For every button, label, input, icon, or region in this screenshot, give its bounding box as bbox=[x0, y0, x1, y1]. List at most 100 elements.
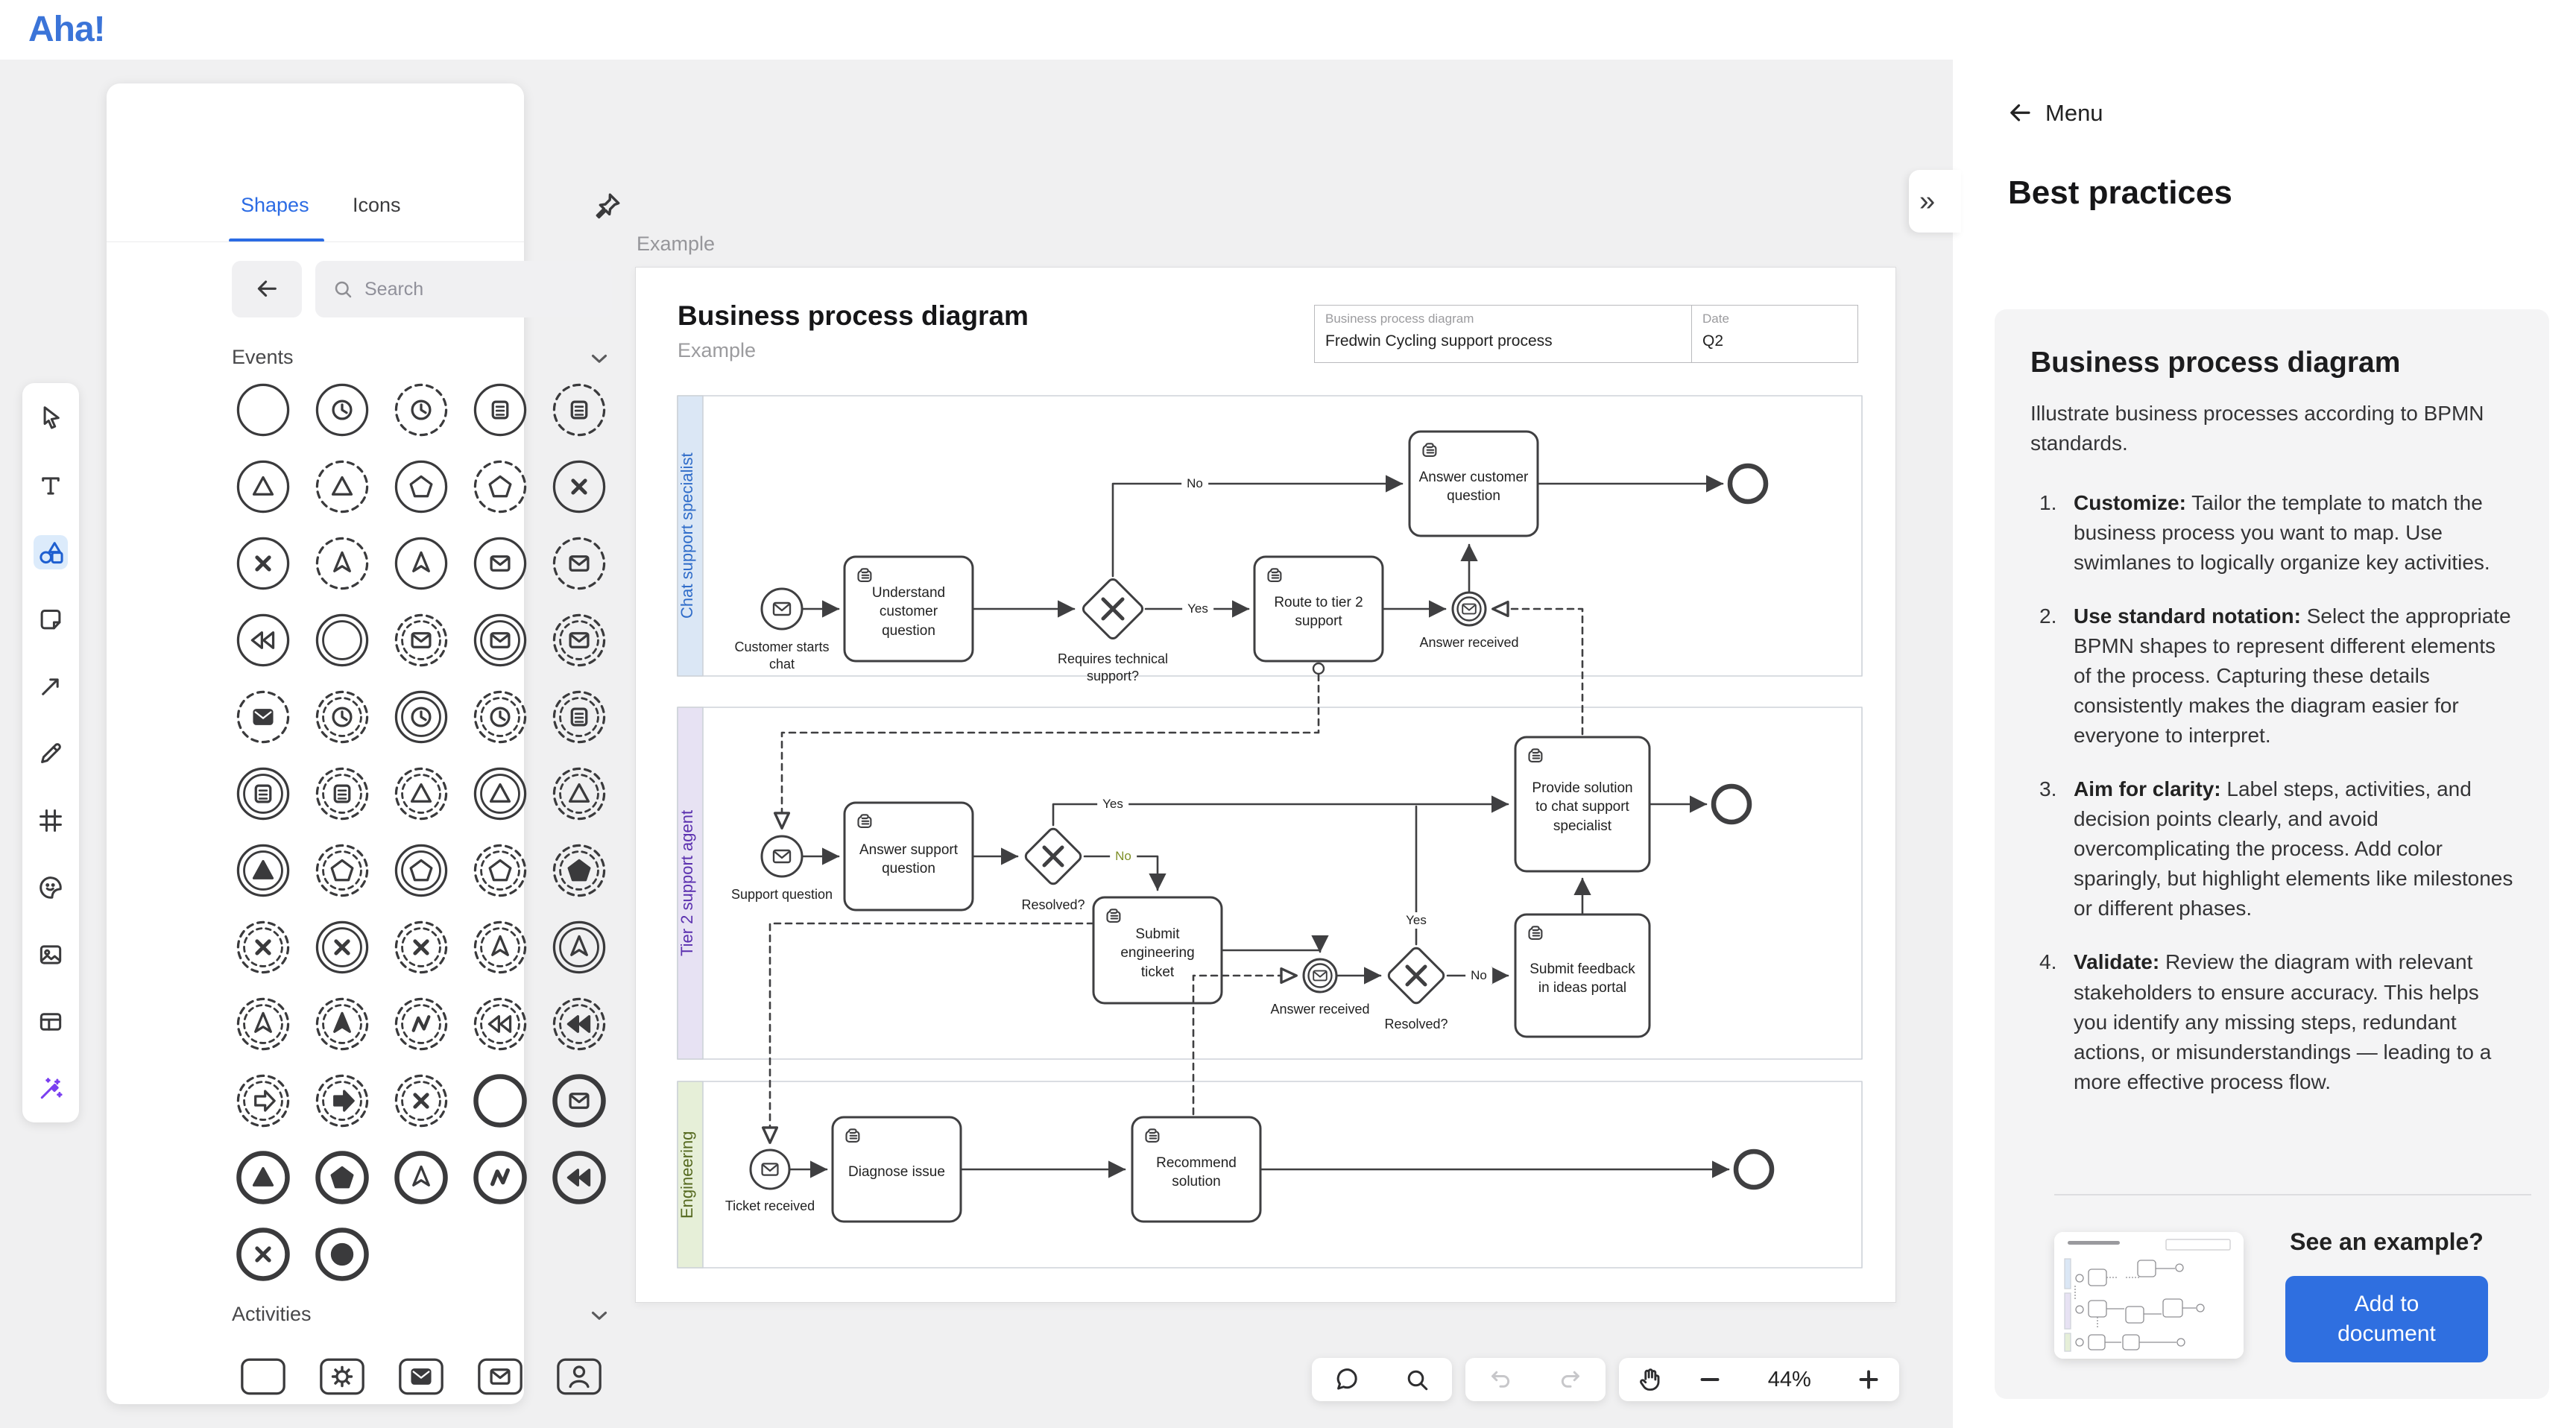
tool-pen-icon[interactable] bbox=[34, 736, 68, 771]
add-to-document-button[interactable]: Add to document bbox=[2285, 1276, 2488, 1362]
event-shape-dashed-pent[interactable] bbox=[471, 458, 529, 516]
event-shape-ddash-pent[interactable] bbox=[471, 841, 529, 900]
start-event-ticket-received[interactable] bbox=[749, 1149, 791, 1190]
activity-shape-env[interactable] bbox=[392, 1348, 450, 1406]
event-shape-dashed-env[interactable] bbox=[550, 534, 608, 593]
example-thumbnail[interactable] bbox=[2054, 1232, 2244, 1359]
aha-logo[interactable]: Aha! bbox=[28, 10, 106, 49]
intermediate-event-answer-received-1[interactable] bbox=[1451, 591, 1487, 627]
event-shape-dashed-clock[interactable] bbox=[392, 381, 450, 439]
event-shape-thick-tri[interactable] bbox=[234, 1149, 292, 1207]
event-shape-ddash-rew[interactable] bbox=[550, 995, 608, 1053]
event-shape-ddash-pent[interactable] bbox=[550, 841, 608, 900]
event-shape-double-pent[interactable] bbox=[392, 841, 450, 900]
tool-connector-icon[interactable] bbox=[34, 669, 68, 704]
event-shape-thick-env[interactable] bbox=[550, 1072, 608, 1130]
pan-hand-icon[interactable] bbox=[1635, 1365, 1664, 1394]
event-shape-double-none[interactable] bbox=[313, 611, 371, 669]
tool-sticker-icon[interactable] bbox=[34, 871, 68, 905]
event-shape-ddash-x[interactable] bbox=[392, 1072, 450, 1130]
event-shape-solid-none[interactable] bbox=[234, 381, 292, 439]
task-submit-engineering-ticket[interactable] bbox=[1092, 896, 1223, 1005]
event-shape-thick-zig[interactable] bbox=[471, 1149, 529, 1207]
event-shape-ddash-x[interactable] bbox=[392, 918, 450, 976]
diagram-title[interactable]: Business process diagram bbox=[678, 300, 1029, 331]
task-understand-customer-question[interactable] bbox=[843, 555, 974, 663]
section-header-activities[interactable]: Activities bbox=[232, 1303, 312, 1325]
event-shape-solid-tri[interactable] bbox=[234, 458, 292, 516]
activity-shape-env[interactable] bbox=[471, 1348, 529, 1406]
zoom-in-icon[interactable] bbox=[1854, 1365, 1884, 1394]
event-shape-ddash-clock[interactable] bbox=[313, 688, 371, 746]
event-shape-thick-x[interactable] bbox=[234, 1225, 292, 1283]
activity-shape-none[interactable] bbox=[234, 1348, 292, 1406]
event-shape-ddash-doc[interactable] bbox=[550, 688, 608, 746]
whiteboard-page[interactable]: Business process diagram Example Busines… bbox=[635, 267, 1896, 1303]
event-shape-thick-rew[interactable] bbox=[550, 1149, 608, 1207]
gateway-resolved-1[interactable] bbox=[1023, 827, 1082, 885]
tool-text-icon[interactable] bbox=[34, 468, 68, 502]
event-shape-dashed-doc[interactable] bbox=[550, 381, 608, 439]
end-event-lane1[interactable] bbox=[1727, 463, 1769, 505]
gateway-requires-technical-support[interactable] bbox=[1082, 578, 1145, 641]
event-shape-dashed-tri[interactable] bbox=[313, 458, 371, 516]
section-header-events[interactable]: Events bbox=[232, 346, 294, 368]
event-shape-dashed-env[interactable] bbox=[234, 688, 292, 746]
event-shape-ddash-zig[interactable] bbox=[392, 995, 450, 1053]
activity-shape-person[interactable] bbox=[550, 1348, 608, 1406]
event-shape-ddash-arrow[interactable] bbox=[234, 995, 292, 1053]
event-shape-solid-arrow[interactable] bbox=[392, 534, 450, 593]
tool-table-icon[interactable] bbox=[34, 1005, 68, 1039]
event-shape-ddash-arrowR[interactable] bbox=[313, 1072, 371, 1130]
tool-sticky-note-icon[interactable] bbox=[34, 602, 68, 636]
task-diagnose-issue[interactable] bbox=[831, 1116, 962, 1223]
tool-magic-wand-icon[interactable] bbox=[34, 1072, 68, 1106]
end-event-lane2[interactable] bbox=[1711, 783, 1752, 825]
tool-image-icon[interactable] bbox=[34, 938, 68, 972]
collapse-panel-tab[interactable]: » bbox=[1909, 170, 1961, 233]
start-event-customer-starts-chat[interactable] bbox=[760, 587, 804, 631]
event-shape-solid-x[interactable] bbox=[550, 458, 608, 516]
lane-label-chat-support-specialist[interactable]: Chat support specialist bbox=[678, 452, 696, 619]
event-shape-ddash-tri[interactable] bbox=[550, 765, 608, 823]
event-shape-double-arrow[interactable] bbox=[550, 918, 608, 976]
tab-shapes[interactable]: Shapes bbox=[241, 194, 309, 216]
lane-label-engineering[interactable]: Engineering bbox=[678, 1131, 696, 1219]
task-answer-customer-question[interactable] bbox=[1408, 430, 1539, 537]
event-shape-thick-pent[interactable] bbox=[313, 1149, 371, 1207]
event-shape-solid-clock[interactable] bbox=[313, 381, 371, 439]
event-shape-thick-dot[interactable] bbox=[313, 1225, 371, 1283]
diagram-info-table[interactable]: Business process diagram Fredwin Cycling… bbox=[1314, 305, 1858, 363]
event-shape-ddash-x[interactable] bbox=[234, 918, 292, 976]
event-shape-dashed-arrow[interactable] bbox=[313, 534, 371, 593]
frame-label[interactable]: Example bbox=[637, 233, 716, 255]
event-shape-double-doc[interactable] bbox=[234, 765, 292, 823]
event-shape-thick-none[interactable] bbox=[471, 1072, 529, 1130]
event-shape-ddash-arrowR[interactable] bbox=[234, 1072, 292, 1130]
back-button[interactable] bbox=[232, 261, 302, 317]
chevron-down-icon[interactable] bbox=[587, 1303, 612, 1328]
task-answer-support-question[interactable] bbox=[843, 801, 974, 912]
event-shape-solid-rew[interactable] bbox=[234, 611, 292, 669]
search-field[interactable] bbox=[315, 261, 612, 317]
event-shape-solid-env[interactable] bbox=[471, 534, 529, 593]
undo-icon[interactable] bbox=[1486, 1365, 1515, 1394]
event-shape-double-x[interactable] bbox=[313, 918, 371, 976]
event-shape-double-tri[interactable] bbox=[234, 841, 292, 900]
tool-shapes-icon[interactable] bbox=[34, 535, 68, 569]
event-shape-double-env[interactable] bbox=[471, 611, 529, 669]
event-shape-ddash-arrow[interactable] bbox=[313, 995, 371, 1053]
event-shape-ddash-env[interactable] bbox=[392, 611, 450, 669]
task-route-to-tier-2-support[interactable] bbox=[1253, 555, 1384, 663]
chevron-down-icon[interactable] bbox=[587, 346, 612, 371]
comment-icon[interactable] bbox=[1332, 1365, 1362, 1394]
event-shape-ddash-env[interactable] bbox=[550, 611, 608, 669]
menu-back[interactable]: Menu bbox=[2007, 100, 2103, 127]
event-shape-solid-pent[interactable] bbox=[392, 458, 450, 516]
tool-frame-icon[interactable] bbox=[34, 803, 68, 838]
event-shape-ddash-pent[interactable] bbox=[313, 841, 371, 900]
event-shape-thick-arrow[interactable] bbox=[392, 1149, 450, 1207]
gateway-resolved-2[interactable] bbox=[1386, 946, 1445, 1005]
tab-icons[interactable]: Icons bbox=[353, 194, 401, 216]
event-shape-ddash-arrow[interactable] bbox=[471, 918, 529, 976]
